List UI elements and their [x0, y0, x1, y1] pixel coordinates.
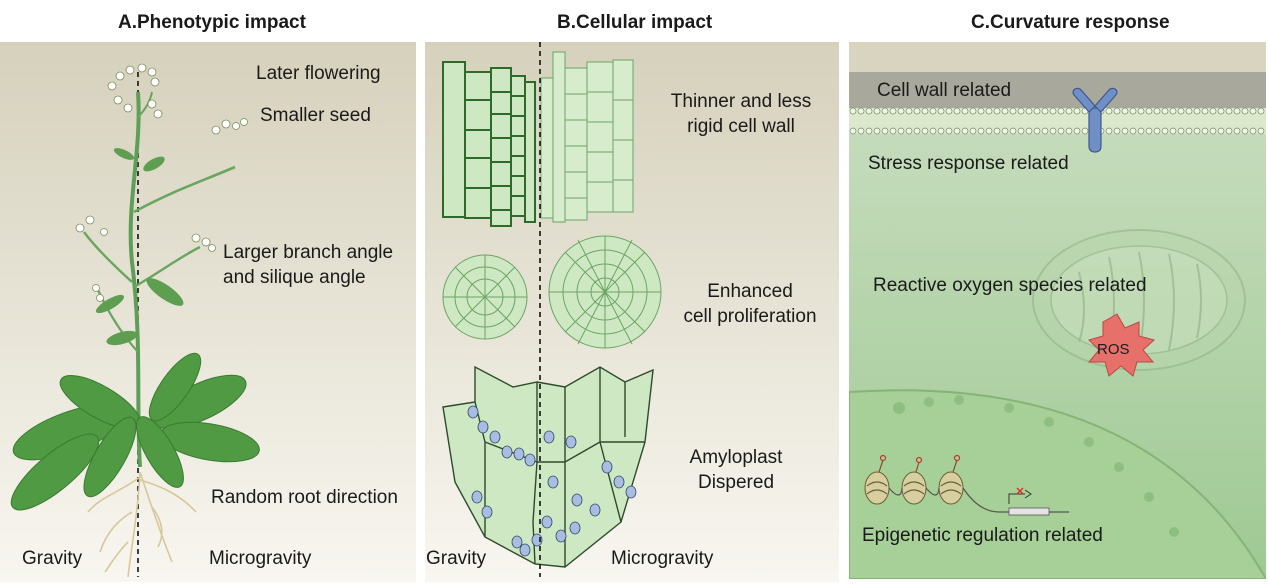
- label-epigenetic: Epigenetic regulation related: [862, 525, 1103, 546]
- label-cell-wall: Thinner and less rigid cell wall: [670, 91, 812, 137]
- label-gravity-a: Gravity: [22, 548, 83, 569]
- membrane-receptor-icon: [1072, 87, 1118, 153]
- cell-cluster-illustration: [442, 235, 662, 349]
- panel-b-title: B.Cellular impact: [557, 12, 713, 33]
- curvature-response-illustration: [849, 42, 1266, 579]
- label-smaller-seed: Smaller seed: [260, 105, 371, 126]
- label-gravity-b: Gravity: [426, 548, 487, 569]
- label-microgravity-b: Microgravity: [611, 548, 714, 569]
- label-microgravity-a: Microgravity: [209, 548, 312, 569]
- panel-a: Later flowering Smaller seed Larger bran…: [0, 42, 416, 582]
- ros-badge-label: ROS: [1097, 341, 1130, 358]
- ros-burst-icon: [1087, 313, 1156, 377]
- arabidopsis-plant-illustration: [0, 42, 416, 582]
- mitochondrion-illustration: [1032, 229, 1246, 371]
- panel-c-title: C.Curvature response: [971, 12, 1170, 33]
- panel-a-title: A.Phenotypic impact: [118, 12, 306, 33]
- label-later-flowering: Later flowering: [256, 63, 381, 84]
- label-ros-related: Reactive oxygen species related: [873, 275, 1147, 296]
- nucleus-illustration: [849, 389, 1266, 579]
- label-cell-proliferation: Enhanced cell proliferation: [683, 281, 817, 327]
- label-cell-wall-related: Cell wall related: [877, 80, 1012, 101]
- label-amyloplast: Amyloplast Dispered: [689, 447, 783, 493]
- cell-wall-tissue-illustration: [442, 61, 536, 227]
- panel-b: Thinner and less rigid cell wall Enhance…: [425, 42, 839, 582]
- label-branch-angle: Larger branch angle and silique angle: [223, 242, 394, 288]
- panel-c: Cell wall related Stress response relate…: [849, 42, 1266, 579]
- nucleosome-icon: [864, 454, 1069, 516]
- root-cap-amyloplast-illustration: [442, 365, 654, 568]
- label-stress-response: Stress response related: [868, 153, 1069, 174]
- label-root-direction: Random root direction: [211, 487, 398, 508]
- cellular-impact-illustration: [425, 42, 839, 582]
